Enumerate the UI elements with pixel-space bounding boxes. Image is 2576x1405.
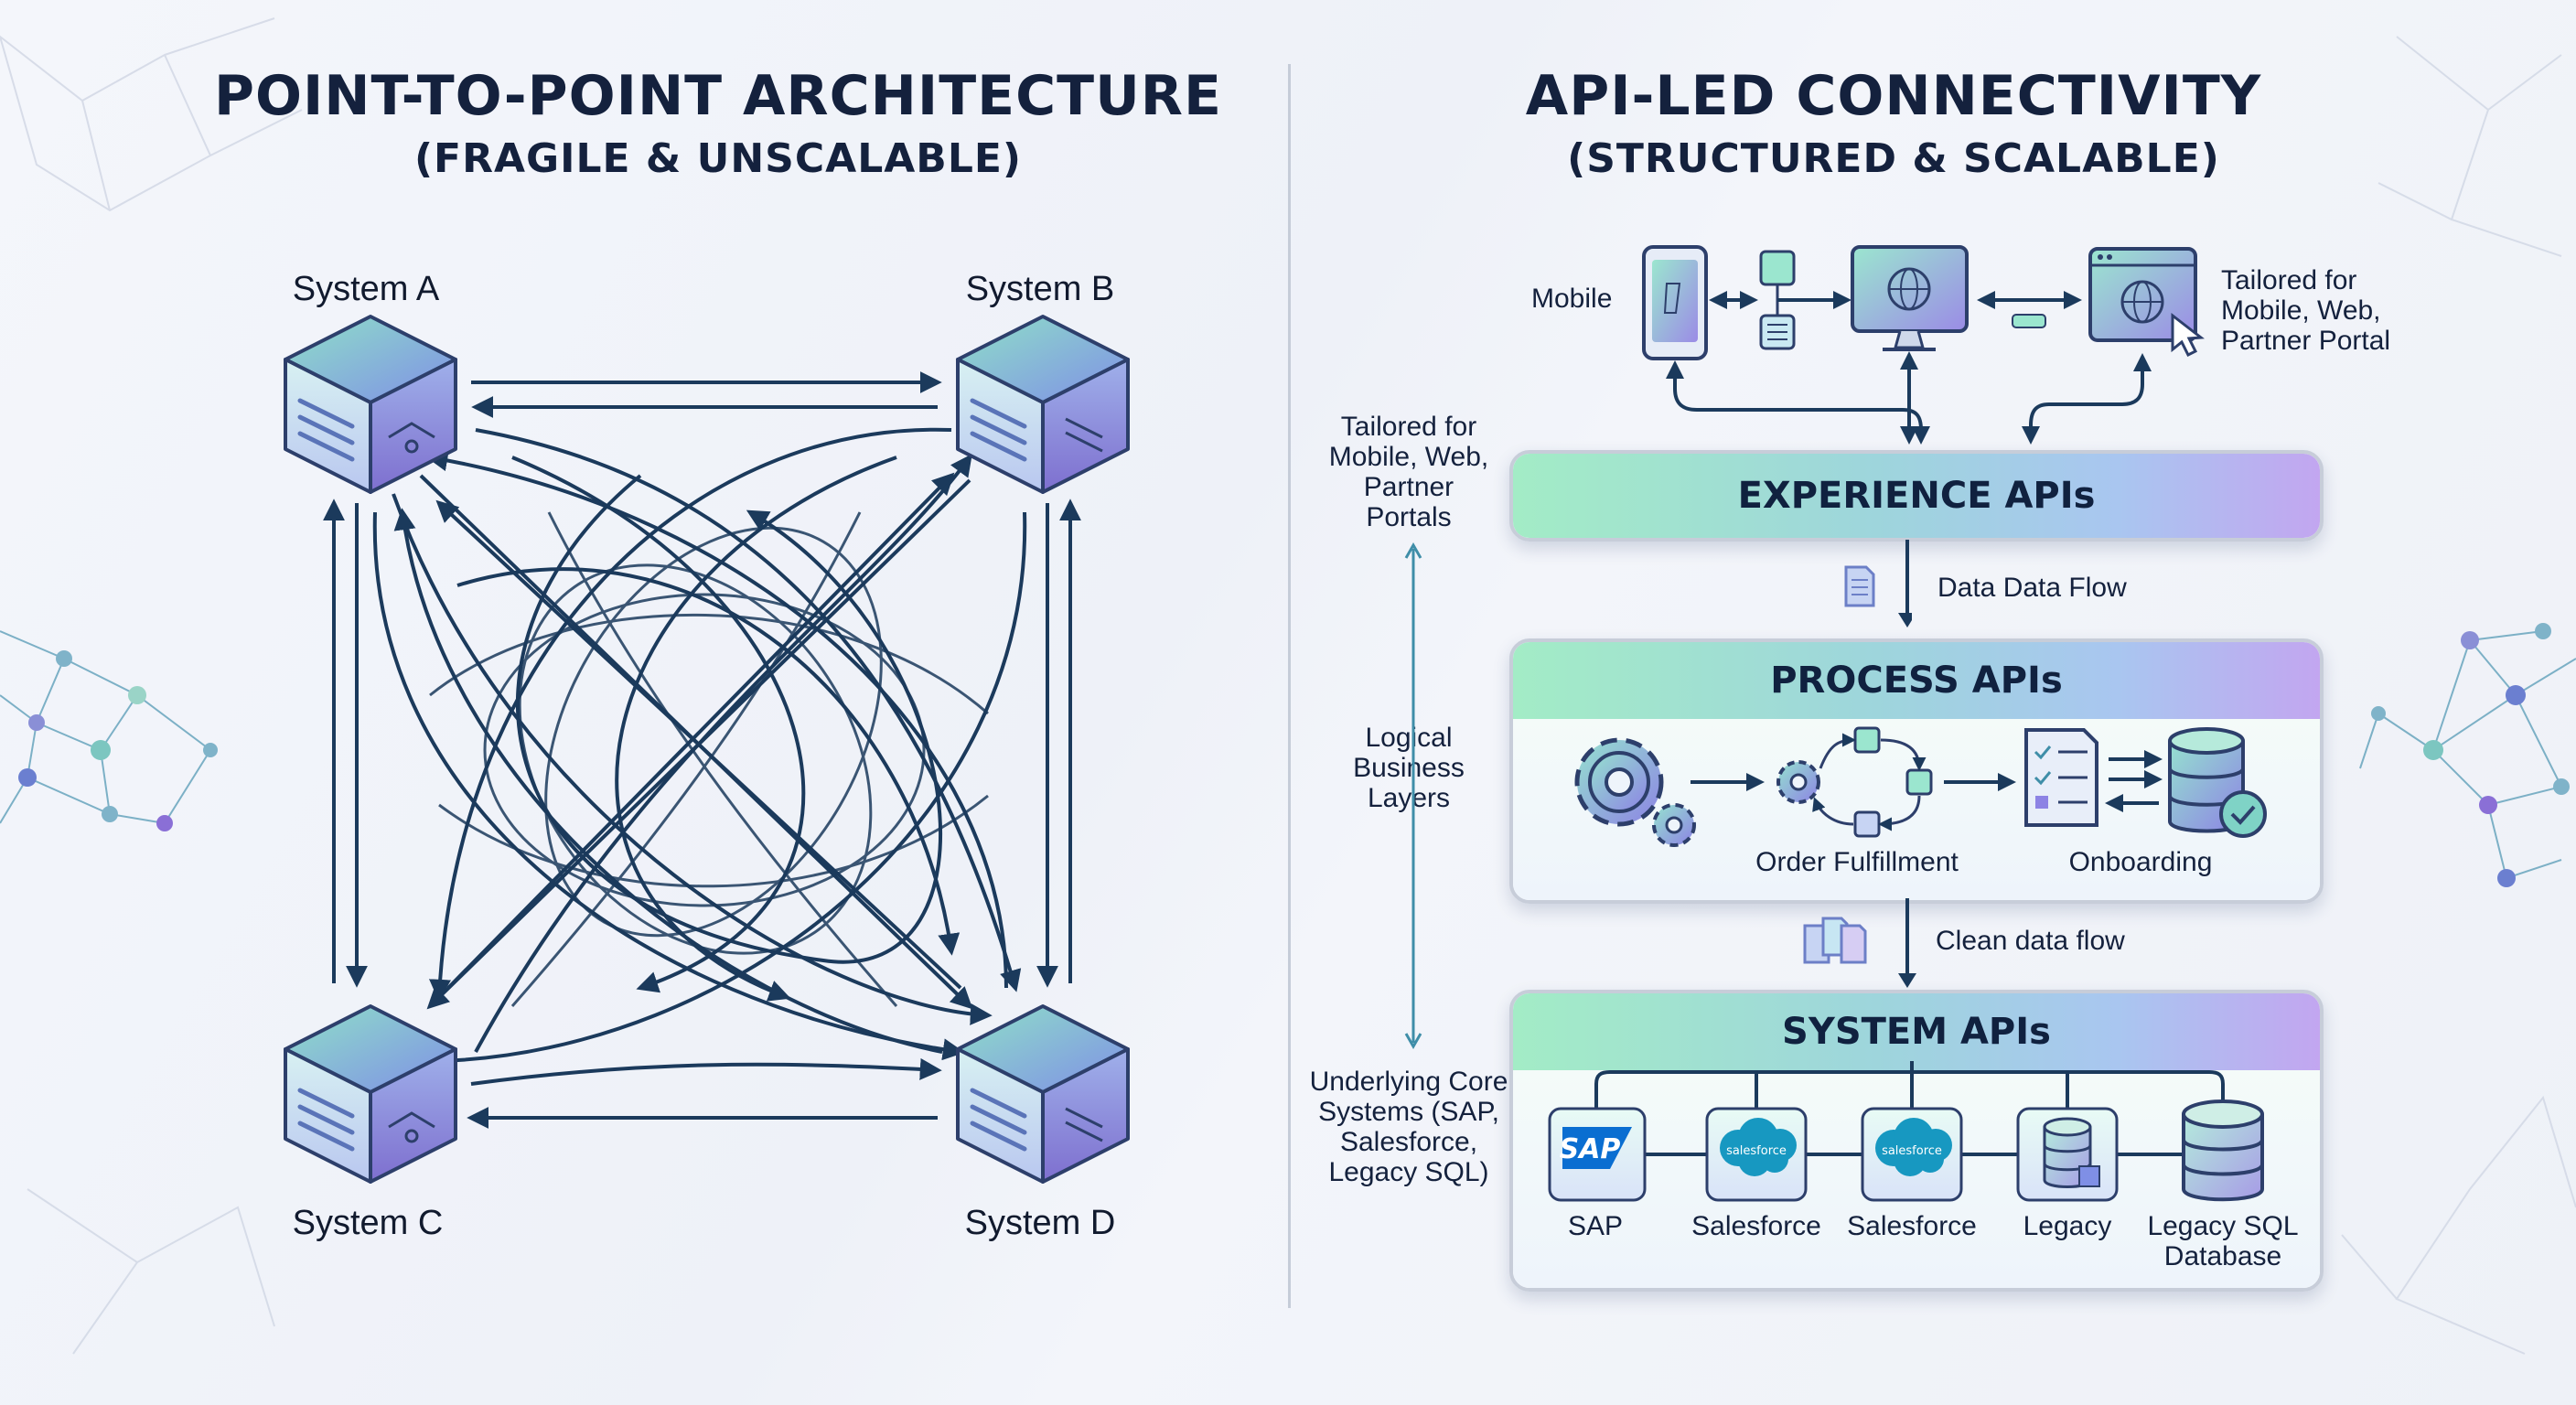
side-layer-arrow xyxy=(1404,542,1422,1050)
database-check-icon xyxy=(2168,727,2267,838)
process-api-title: PROCESS APIs xyxy=(1513,642,2320,719)
sap-logo-icon: SAP xyxy=(1548,1107,1647,1202)
data-flow-arrow xyxy=(1844,540,1912,627)
system-item-salesforce-2: Salesforce xyxy=(1847,1211,1977,1241)
document-icon xyxy=(1759,250,1796,350)
system-item-salesforce-1: Salesforce xyxy=(1691,1211,1821,1241)
left-subtitle: (FRAGILE & UNSCALABLE) xyxy=(413,135,1023,182)
right-title: API-LED CONNECTIVITY xyxy=(1525,64,2262,128)
database-icon xyxy=(2016,1107,2119,1202)
system-item-sap: SAP xyxy=(1567,1211,1624,1241)
system-d-label: System D xyxy=(964,1204,1116,1242)
system-b-label: System B xyxy=(965,270,1115,308)
document-icon xyxy=(1803,917,1867,964)
system-api-title: SYSTEM APIs xyxy=(1513,993,2320,1070)
server-cube-icon xyxy=(956,1004,1130,1184)
center-divider xyxy=(1288,64,1291,1308)
flow-label-2: Clean data flow xyxy=(1936,926,2125,956)
tailored-client-label: Tailored for Mobile, Web, Partner Portal xyxy=(2221,265,2391,356)
experience-api-title: EXPERIENCE APIs xyxy=(1513,454,2320,538)
system-a-label: System A xyxy=(292,270,440,308)
workflow-icon xyxy=(1776,726,1933,838)
salesforce-logo-text: salesforce xyxy=(1726,1144,1787,1158)
cursor-icon xyxy=(2171,312,2205,358)
sap-logo-text: SAP xyxy=(1560,1133,1621,1165)
system-item-legacy: Legacy xyxy=(2023,1211,2112,1241)
checklist-icon xyxy=(2024,728,2098,827)
side-label-middle: Logical Business Layers xyxy=(1353,723,1465,813)
clean-flow-arrow xyxy=(1803,898,1916,988)
server-cube-icon xyxy=(284,315,457,494)
server-cube-icon xyxy=(956,315,1130,494)
side-label-bottom: Underlying Core Systems (SAP, Salesforce… xyxy=(1309,1067,1508,1187)
salesforce-logo-icon: salesforce xyxy=(1861,1107,1963,1202)
left-title-block: POINT-TO-POINT ARCHITECTURE (FRAGILE & U… xyxy=(137,66,1299,182)
point-to-point-connections xyxy=(323,371,1081,1129)
side-label-top: Tailored for Mobile, Web, Partner Portal… xyxy=(1328,412,1489,532)
process-item-order-fulfillment: Order Fulfillment xyxy=(1755,847,1959,877)
server-cube-icon xyxy=(284,1004,457,1184)
database-icon xyxy=(2182,1099,2264,1202)
process-workflow xyxy=(1574,726,2267,847)
experience-api-layer: EXPERIENCE APIs xyxy=(1509,450,2324,542)
flow-label-1: Data Data Flow xyxy=(1937,573,2127,603)
client-devices xyxy=(1642,245,2205,445)
system-item-legacy-sql: Legacy SQL Database xyxy=(2147,1211,2299,1271)
mobile-label: Mobile xyxy=(1531,284,1613,314)
desktop-globe-icon xyxy=(1851,245,1969,351)
document-icon xyxy=(1844,565,1875,607)
system-connectors: SAP salesforce salesforce xyxy=(1548,1061,2264,1202)
salesforce-logo-icon: salesforce xyxy=(1705,1107,1808,1202)
right-title-block: API-LED CONNECTIVITY (STRUCTURED & SCALA… xyxy=(1427,66,2360,182)
browser-globe-icon xyxy=(2088,247,2197,342)
right-subtitle: (STRUCTURED & SCALABLE) xyxy=(1567,135,2220,182)
gear-icon xyxy=(1574,737,1696,847)
process-item-onboarding: Onboarding xyxy=(2068,847,2213,877)
mobile-phone-icon xyxy=(1642,245,1708,360)
salesforce-logo-text: salesforce xyxy=(1882,1144,1942,1158)
left-title: POINT-TO-POINT ARCHITECTURE xyxy=(214,64,1222,128)
system-c-label: System C xyxy=(292,1204,444,1242)
